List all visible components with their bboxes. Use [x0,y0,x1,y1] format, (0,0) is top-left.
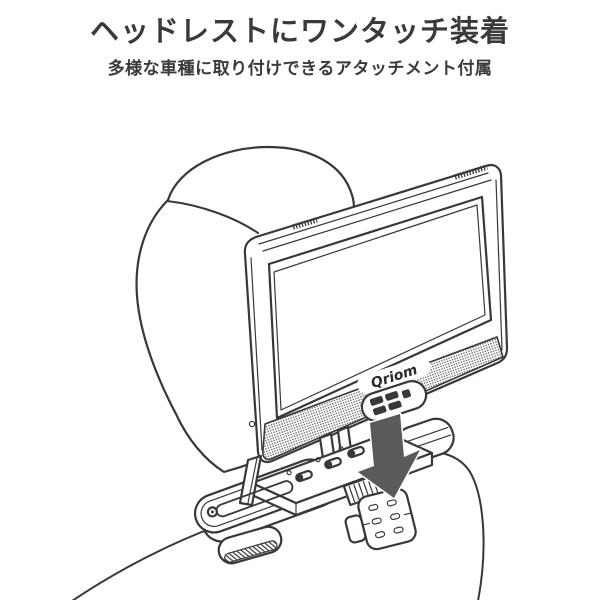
volume-down-button-icon [372,405,387,416]
headrest-seam [166,200,259,234]
lock-icon [286,470,292,476]
header: ヘッドレストにワンタッチ装着 多様な車種に取り付けできるアタッチメント付属 [0,0,600,79]
bracket-slot [215,480,294,518]
down-arrow-icon [356,412,422,500]
monitor: Qriom [243,163,509,464]
lock-icon [315,457,321,463]
forward-button-icon [385,391,399,401]
vent-grille-left-icon [292,217,318,230]
stand-column [238,454,263,507]
volume-up-button-icon [388,400,402,411]
vent-grille-right-icon [454,164,488,180]
lock-switch-1 [286,469,313,483]
rewind-button-icon [369,396,384,406]
headrest-clip [344,487,417,551]
lock-switch-3 [338,445,365,459]
page-subtitle: 多様な車種に取り付けできるアタッチメント付属 [107,59,493,79]
lock-icon [338,446,344,452]
lock-switch-2 [315,456,342,470]
bracket-foot [217,525,283,565]
clip-slots [368,499,404,539]
monitor-screen [267,195,493,420]
play-button-icon [401,389,411,399]
page-title: ヘッドレストにワンタッチ装着 [89,16,510,48]
hinge-pin-icon [248,420,256,428]
